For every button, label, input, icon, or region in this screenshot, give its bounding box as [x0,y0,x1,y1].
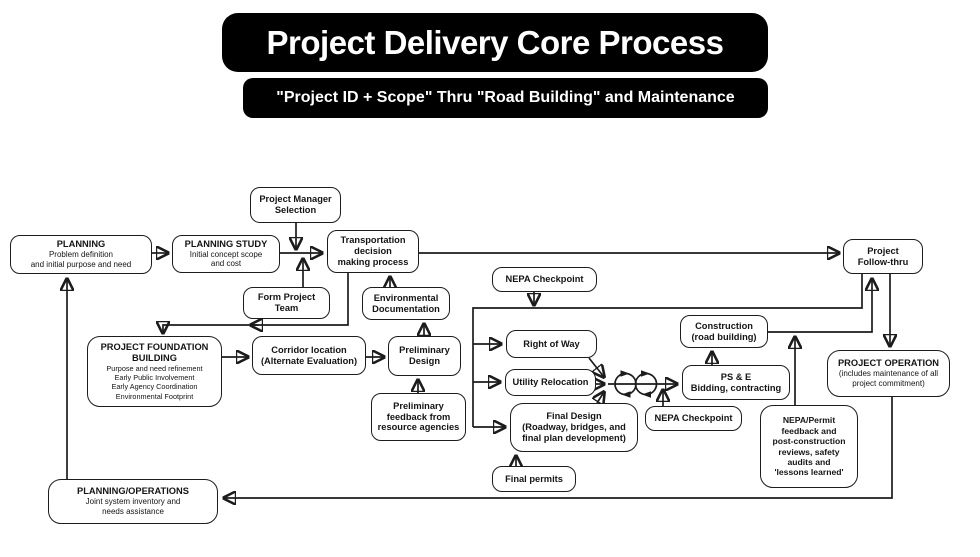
node-nepa-permit-feedback: NEPA/Permit feedback and post-constructi… [760,405,858,488]
node-planning-study-line2: and cost [210,259,242,269]
diagram-subtitle: "Project ID + Scope" Thru "Road Building… [243,78,768,118]
node-prelim-feedback-line2: feedback from [386,411,451,422]
node-nepa-feedback-line2: feedback and [781,425,837,436]
node-transportation-line2: decision [354,246,392,257]
node-planning-study: PLANNING STUDY Initial concept scope and… [172,235,280,273]
node-corridor-line1: Corridor location [271,344,347,355]
node-planning-title: PLANNING [56,239,106,250]
node-nepa-checkpoint-1: NEPA Checkpoint [492,267,597,292]
node-planning-ops-line1: Joint system inventory and [85,497,181,507]
node-corridor-line2: (Alternate Evaluation) [260,355,358,366]
diagram-title: Project Delivery Core Process [222,13,768,72]
node-nepa-feedback-line4: reviews, safety [778,446,840,457]
node-prelim-feedback-line1: Preliminary [393,400,444,411]
path-operation-to-planning-ops [224,397,893,498]
node-foundation-line3: Early Agency Coordination [111,382,198,392]
path-construction-to-follow-thru [768,279,872,333]
node-prelim-feedback-line3: resource agencies [377,422,460,433]
node-foundation-title1: PROJECT FOUNDATION [100,341,209,352]
node-construction-line1: Construction [695,320,753,331]
node-follow-thru-line1: Project [867,245,899,256]
node-final-permits-label: Final permits [505,473,563,484]
node-env-doc-line2: Documentation [372,303,440,314]
arrow-right-of-way-to-junction [588,357,604,377]
node-project-manager-selection: Project Manager Selection [250,187,341,223]
node-final-design-line3: final plan development) [522,432,626,443]
node-right-of-way-label: Right of Way [523,338,580,349]
node-nepa-feedback-line5: audits and [787,456,831,467]
node-env-doc-line1: Environmental [373,292,439,303]
node-planning-operations: PLANNING/OPERATIONS Joint system invento… [48,479,218,524]
node-nepa-checkpoint-2: NEPA Checkpoint [645,406,742,431]
node-utility-relocation: Utility Relocation [505,369,596,396]
node-final-design-line2: (Roadway, bridges, and [522,422,626,433]
node-pm-selection-line1: Project Manager [259,194,332,205]
node-final-design-line1: Final Design [546,411,602,422]
path-follow-thru-distribution [472,274,863,427]
node-construction-line2: (road building) [691,331,757,342]
node-nepa-feedback-line6: 'lessons learned' [774,467,844,478]
arrow-final-design-to-junction [597,392,604,403]
node-follow-thru-line2: Follow-thru [857,256,909,267]
node-project-foundation-building: PROJECT FOUNDATION BUILDING Purpose and … [87,336,222,407]
node-project-follow-thru: Project Follow-thru [843,239,923,274]
node-utility-label: Utility Relocation [512,377,589,388]
node-form-team-line1: Form Project [257,292,316,303]
node-preliminary-feedback: Preliminary feedback from resource agenc… [371,393,466,441]
node-foundation-line4: Environmental Footprint [115,391,194,401]
node-corridor-location: Corridor location (Alternate Evaluation) [252,336,366,375]
node-construction: Construction (road building) [680,315,768,348]
node-pse-bidding: PS & E Bidding, contracting [682,365,790,400]
node-planning-line2: and initial purpose and need [30,259,132,269]
node-planning-ops-title: PLANNING/OPERATIONS [77,486,189,497]
iteration-loop-icon [634,370,658,398]
node-operation-title: PROJECT OPERATION [837,358,940,369]
node-prelim-design-line2: Design [409,356,440,366]
node-transportation-decision: Transportation decision making process [327,230,419,273]
node-nepa-feedback-line1: NEPA/Permit [782,415,836,426]
node-preliminary-design: Preliminary Design [388,336,461,376]
node-operation-line2: project commitment) [852,378,925,388]
node-planning-line1: Problem definition [48,250,114,260]
node-final-design: Final Design (Roadway, bridges, and fina… [510,403,638,452]
node-project-operation: PROJECT OPERATION (includes maintenance … [827,350,950,397]
node-prelim-design-line1: Preliminary [399,345,450,356]
node-planning-ops-line2: needs assistance [102,506,164,516]
node-nepa-checkpoint-2-label: NEPA Checkpoint [654,413,733,424]
node-planning-study-line1: Initial concept scope [189,249,263,259]
node-transportation-line3: making process [337,256,409,267]
node-foundation-line2: Early Public Involvement [114,372,195,382]
node-form-team-line2: Team [274,303,299,313]
node-form-project-team: Form Project Team [243,287,330,319]
node-environmental-documentation: Environmental Documentation [362,287,450,320]
node-transportation-line1: Transportation [340,235,406,246]
node-foundation-line1: Purpose and need refinement [106,363,203,373]
node-nepa-feedback-line3: post-construction [772,436,846,447]
node-final-permits: Final permits [492,466,576,492]
node-right-of-way: Right of Way [506,330,597,358]
node-pse-line2: Bidding, contracting [690,382,782,393]
node-operation-line1: (includes maintenance of all [838,369,939,379]
node-pm-selection-line2: Selection [274,205,317,215]
node-pse-line1: PS & E [720,371,752,382]
node-nepa-checkpoint-1-label: NEPA Checkpoint [505,274,584,285]
node-foundation-title2: BUILDING [132,352,177,363]
node-planning-study-title: PLANNING STUDY [184,238,268,249]
node-planning: PLANNING Problem definition and initial … [10,235,152,274]
